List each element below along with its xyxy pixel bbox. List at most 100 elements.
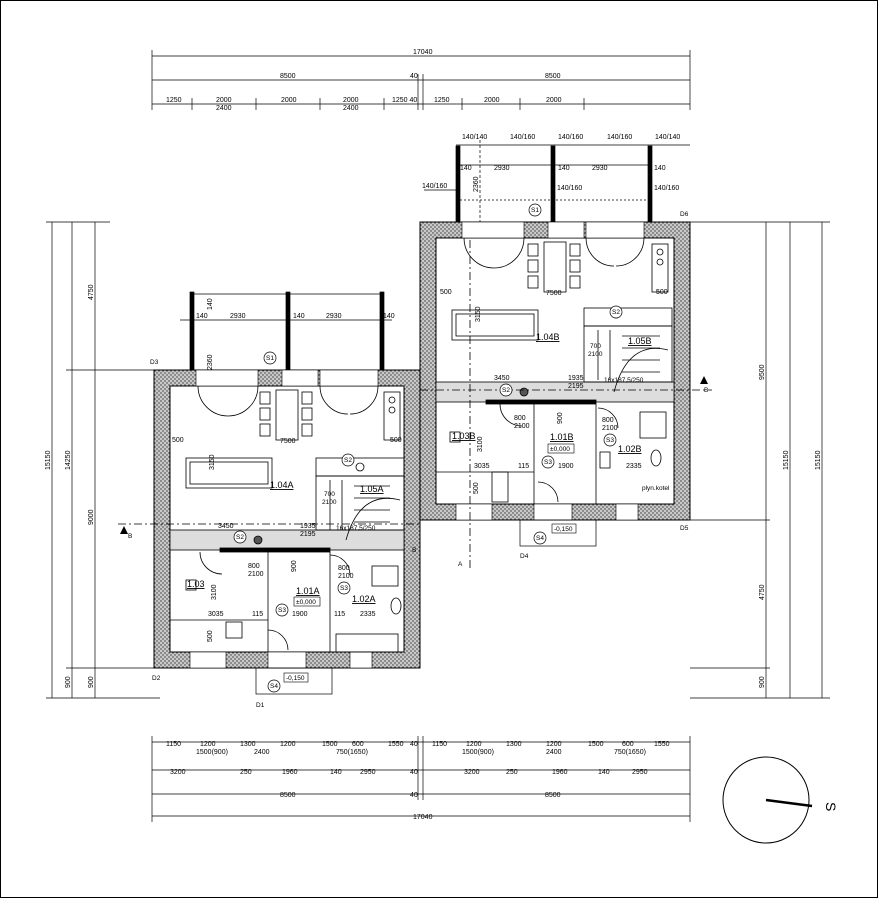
dim-pergola: 140 [654, 165, 666, 172]
dim-vert: 15150 [783, 450, 790, 470]
tag-circle [603, 433, 617, 447]
dim-bottom: 3200 [464, 769, 480, 776]
dim-pergola: 140 [558, 165, 570, 172]
dim-seg: 2400 [216, 105, 232, 112]
right-vertical-dims [690, 221, 830, 699]
dim-inner: 115 [252, 611, 263, 618]
dim-bottom: 140 [598, 769, 610, 776]
section-b: B [412, 547, 416, 554]
level-label: ±0,000 [296, 599, 316, 606]
dim-inner: 800 [248, 563, 260, 570]
dim-seg: 1250 40 [392, 97, 417, 104]
tag-s3: S3 [340, 585, 348, 592]
dim-inner: 2100 [248, 571, 264, 578]
dim-bottom: 750(1650) [336, 749, 368, 756]
dim-seg: 2000 [216, 97, 232, 104]
dim-pergola: 140/160 [558, 134, 583, 141]
dim-inner: 500 [440, 289, 452, 296]
dim-bottom: 1150 [166, 741, 181, 748]
room-label-bath: 1.02A [352, 594, 376, 604]
dim-vert: 900 [759, 676, 766, 688]
tag-d3: D3 [150, 359, 159, 366]
dim-inner: 2195 [568, 383, 584, 390]
section-arrow [120, 526, 128, 534]
dim-bottom: 3200 [170, 769, 186, 776]
dim-pergola: 140 [383, 313, 395, 320]
dim-inner: 700 [590, 343, 601, 350]
level-box [547, 443, 575, 454]
stair-note: 16x187,5/250 [336, 525, 376, 532]
room-label-stair: 1.05A [360, 484, 384, 494]
dim-bottom-half-left: 8500 [280, 792, 296, 799]
north-arrow-label: S [823, 802, 839, 811]
dim-inner: 900 [557, 412, 564, 424]
dim-inner: 500 [656, 289, 668, 296]
room-label-hall: 1.01B [550, 432, 574, 442]
tag-circle [533, 531, 547, 545]
dim-bottom: 250 [506, 769, 518, 776]
dim-bottom: 1200 [280, 741, 296, 748]
dim-pergola: 2930 [326, 313, 342, 320]
dim-inner: 800 [602, 417, 614, 424]
dim-vert: 900 [88, 676, 95, 688]
dim-bottom: 250 [240, 769, 252, 776]
room-label-living: 1.04A [270, 480, 294, 490]
tag-s2: S2 [344, 457, 352, 464]
dim-bottom: 1200 [200, 741, 216, 748]
dim-pergola: 140/140 [462, 134, 487, 141]
dim-inner: 7500 [546, 290, 562, 297]
level-neg: -0,150 [554, 526, 573, 533]
dim-bottom: 2400 [546, 749, 562, 756]
left-house-walls [153, 369, 421, 669]
dim-pergola-depth: 2360 [473, 176, 480, 192]
dim-inner: 2335 [626, 463, 642, 470]
dim-bottom: 2950 [632, 769, 648, 776]
dim-bottom: 600 [622, 741, 634, 748]
dim-pergola: 2930 [592, 165, 608, 172]
bottom-dimension-chains [151, 736, 691, 822]
tag-d6: D6 [680, 211, 689, 218]
dim-half-left-top: 8500 [280, 73, 296, 80]
tag-s3: S3 [606, 437, 614, 444]
tag-s1: S1 [266, 355, 274, 362]
dim-bottom: 1150 [432, 741, 447, 748]
tag-circle [499, 383, 513, 397]
tag-circle [263, 351, 277, 365]
dim-bottom-total: 17040 [413, 814, 433, 821]
dim-vert: 15150 [45, 450, 52, 470]
dim-pergola: 140/160 [557, 185, 582, 192]
dim-seg: 1250 [166, 97, 182, 104]
dim-inner: 2100 [602, 425, 618, 432]
right-house-walls [419, 221, 691, 521]
dim-inner: 2100 [588, 351, 603, 358]
dim-total-top: 17040 [413, 49, 433, 56]
room-label-stair: 1.05B [628, 336, 652, 346]
dim-bottom: 1500(900) [462, 749, 494, 756]
room-label-hall: 1.01A [296, 586, 320, 596]
dim-vert: 900 [65, 676, 72, 688]
dim-bottom: 140 [330, 769, 342, 776]
dim-pergola: 140/160 [654, 185, 679, 192]
dim-bottom: 1500 [588, 741, 604, 748]
dim-pergola: 140/160 [607, 134, 632, 141]
dim-inner: 3035 [208, 611, 224, 618]
section-a: A [458, 561, 463, 568]
dim-inner: 800 [514, 415, 526, 422]
dim-inner: 2100 [338, 573, 354, 580]
dim-inner: 500 [172, 437, 184, 444]
dim-seg: 2000 [281, 97, 297, 104]
dim-bottom: 2400 [254, 749, 270, 756]
dim-inner: 800 [338, 565, 350, 572]
dim-pergola-depth: 2360 [207, 354, 214, 370]
dim-inner: 500 [390, 437, 402, 444]
entry-step [519, 519, 597, 547]
dim-vert: 4750 [88, 284, 95, 300]
tag-circle [337, 581, 351, 595]
north-arrow-needle [765, 798, 813, 808]
dim-inner: 2100 [322, 499, 337, 506]
dim-pergola: 140/160 [422, 183, 447, 190]
dim-vert: 14250 [65, 450, 72, 470]
dim-inner: 1935 [568, 375, 584, 382]
dim-bottom: 1300 [240, 741, 256, 748]
